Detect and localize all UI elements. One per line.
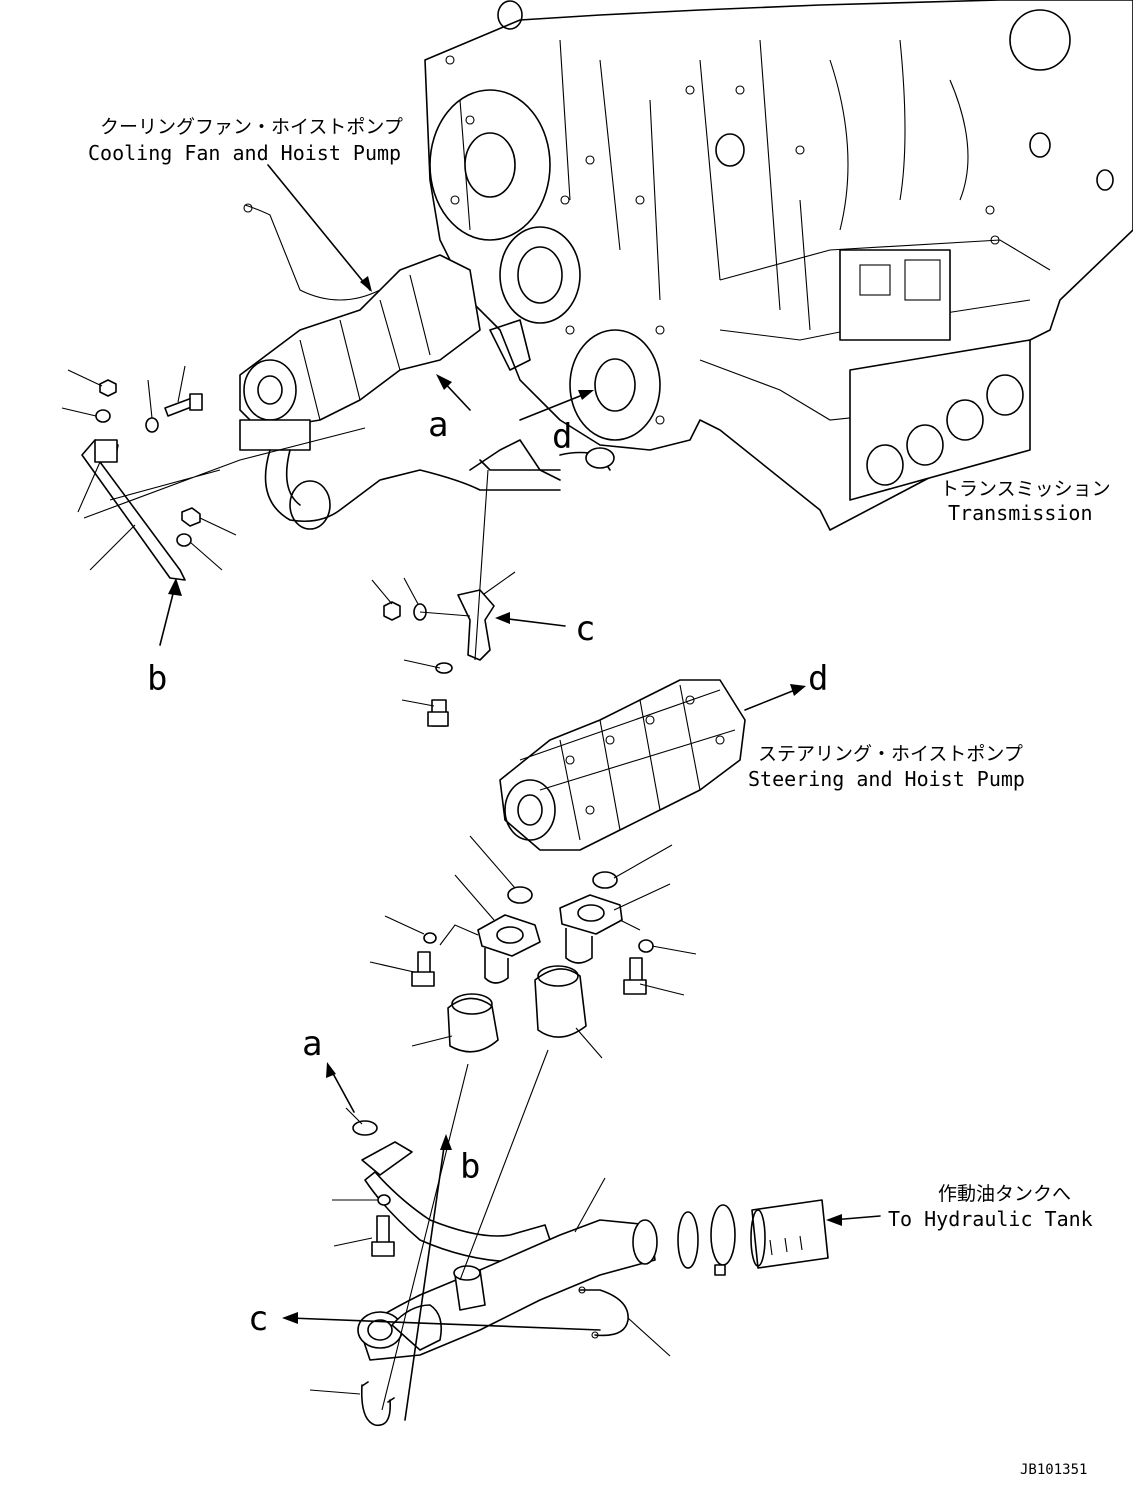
ref-d-upper: d [552, 417, 572, 457]
washer-icon [176, 533, 192, 547]
transmission-assembly [424, 0, 1133, 531]
ref-b-upper: b [147, 659, 167, 699]
flange-assembly [369, 835, 697, 1059]
cooling-fan-label-jp: クーリングファン・ホイストポンプ [100, 116, 403, 138]
o-ring-icon [507, 886, 533, 904]
ref-c-upper: c [575, 609, 595, 649]
steering-hoist-pump [499, 679, 806, 851]
washer-icon [423, 932, 437, 944]
ref-a-lower: a [302, 1024, 322, 1064]
washer-icon [638, 939, 654, 953]
hex-nut-icon [383, 601, 401, 621]
transmission-label-jp: トランスミッション [940, 478, 1111, 500]
drawing-number: JB101351 [1020, 1462, 1087, 1478]
steering-label-en: Steering and Hoist Pump [748, 767, 1025, 791]
suction-pipe-assembly [282, 1049, 881, 1427]
tank-label-en: To Hydraulic Tank [888, 1207, 1093, 1231]
ref-c-lower: c [248, 1299, 268, 1339]
o-ring-icon [592, 871, 618, 889]
tank-label-jp: 作動油タンクへ [938, 1183, 1071, 1205]
cooling-fan-hoist-pump [239, 203, 615, 530]
steering-label-jp: ステアリング・ホイストポンプ [758, 743, 1023, 765]
hex-nut-icon [181, 507, 201, 527]
washer-icon [95, 409, 111, 423]
hex-nut-icon [99, 379, 117, 397]
washer-icon [145, 417, 159, 433]
cooling-fan-leader [267, 164, 371, 291]
o-ring-icon [352, 1120, 378, 1136]
washer-icon [377, 1194, 391, 1206]
bracket-c-assembly [371, 469, 566, 727]
washer-icon [435, 662, 453, 674]
ref-a-upper: a [428, 405, 448, 445]
transmission-label-en: Transmission [948, 501, 1093, 525]
cooling-fan-label-en: Cooling Fan and Hoist Pump [88, 141, 401, 165]
ref-b-lower: b [460, 1147, 480, 1187]
bracket-b-assembly [61, 365, 366, 646]
ref-d-right: d [808, 659, 828, 699]
